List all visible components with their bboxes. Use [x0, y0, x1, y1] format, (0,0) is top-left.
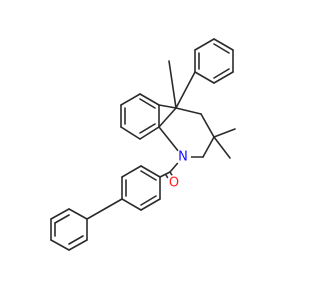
bond: [200, 113, 215, 138]
double-bond-inner: [213, 68, 230, 79]
molecule-canvas: O N: [50, 38, 236, 251]
methyl-bond: [213, 136, 231, 159]
biphenyl-linking-bond: [86, 198, 123, 220]
bond: [202, 136, 215, 158]
top-phenyl-ring: [175, 38, 234, 109]
bond: [194, 71, 215, 84]
bond: [50, 208, 70, 220]
double-bond-inner: [213, 43, 230, 54]
bond: [86, 198, 123, 220]
biphenyl-inner-ring: [121, 165, 161, 211]
bond: [194, 38, 215, 51]
double-bond-inner: [139, 123, 156, 134]
bond: [120, 93, 141, 106]
double-bond-inner: [139, 98, 156, 109]
bond: [158, 104, 177, 109]
methyl-groups: [168, 60, 236, 159]
bond: [68, 208, 88, 220]
nitrogen-label: N: [178, 150, 188, 165]
double-bond-inner: [68, 235, 84, 245]
bond: [121, 165, 142, 178]
biphenyl-terminal-ring: [50, 208, 88, 251]
bond: [158, 107, 177, 128]
double-bond-inner: [140, 195, 157, 206]
bond: [139, 93, 160, 106]
bond: [140, 165, 161, 178]
oxygen-label: O: [169, 176, 179, 191]
methyl-bond: [213, 128, 236, 138]
double-bond-inner: [140, 170, 157, 181]
tetrahydroquinoline-core: [120, 93, 215, 158]
bond: [140, 198, 161, 211]
bond: [213, 38, 234, 51]
bond: [120, 126, 141, 140]
oxygen-atom: O: [166, 175, 182, 191]
bond: [121, 198, 142, 211]
nitrogen-label-background: [175, 149, 191, 165]
nitrogen-atom: N: [175, 149, 191, 165]
bond: [159, 171, 171, 178]
bond: [50, 239, 70, 251]
bond: [175, 107, 202, 115]
molecule-structure-diagram: O N: [50, 38, 236, 251]
bond: [139, 126, 160, 140]
methyl-bond: [168, 60, 177, 109]
oxygen-label-background: [166, 175, 182, 191]
bond: [68, 239, 88, 251]
bond: [175, 71, 196, 109]
bond: [213, 71, 234, 84]
double-bond-inner: [54, 214, 70, 224]
